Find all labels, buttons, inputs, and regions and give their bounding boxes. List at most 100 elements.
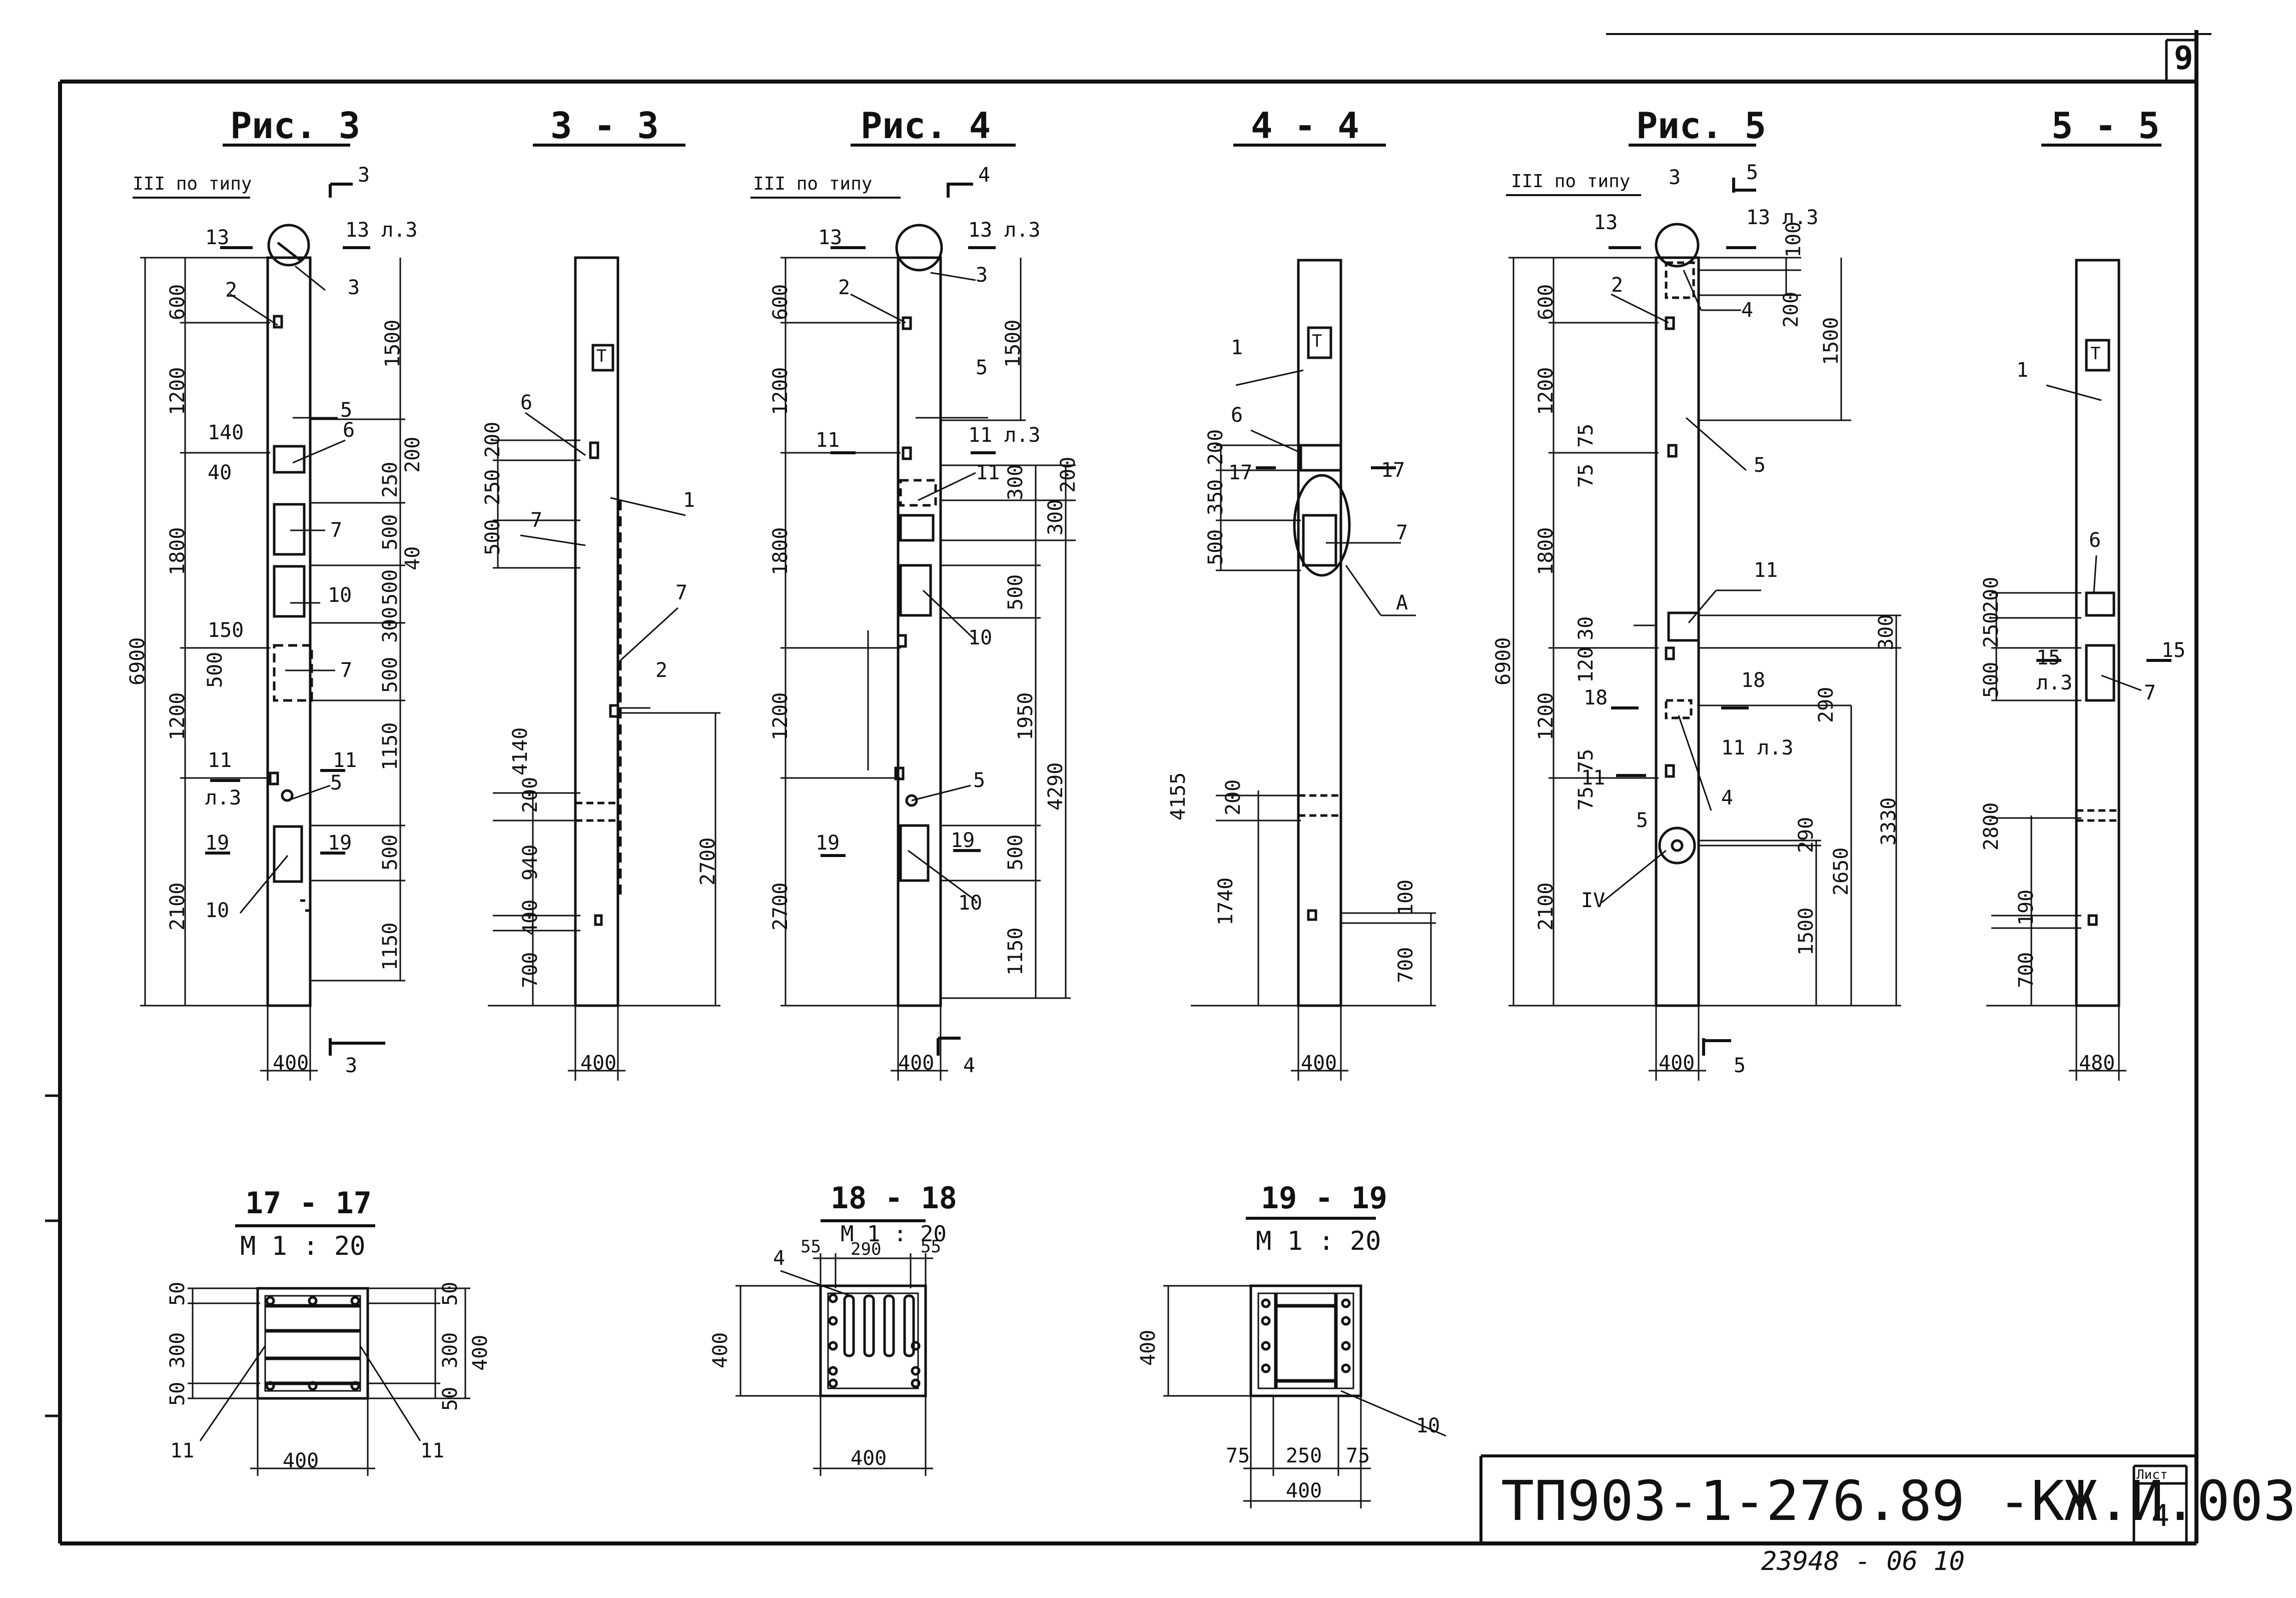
- ris3-m5: 5: [340, 399, 353, 422]
- ris3-m7b: 7: [340, 659, 353, 682]
- ris5-75c: 75: [1575, 748, 1598, 773]
- ris4-300b: 300: [1044, 499, 1067, 535]
- ris4-500: 500: [1004, 574, 1027, 610]
- ris5-75b: 75: [1575, 463, 1598, 488]
- ris3-title: Рис. 3: [230, 105, 361, 147]
- ris3-r1150a: 1150: [379, 722, 402, 770]
- ris3-column: [266, 224, 313, 1007]
- ris4-m3: 3: [976, 264, 988, 287]
- s1717-title: 17 - 17: [245, 1186, 372, 1221]
- ris4-1150: 1150: [1004, 927, 1027, 976]
- ris3-600: 600: [166, 284, 189, 320]
- sec44-dimensions: [1191, 369, 1436, 1081]
- ris5-6900: 6900: [1492, 637, 1515, 685]
- sec44-700: 700: [1394, 947, 1417, 983]
- ris5-100: 100: [1782, 221, 1805, 258]
- ris4-dimensions: [750, 183, 1076, 1081]
- ris3-m13: 13: [205, 226, 230, 249]
- sec44-350: 350: [1204, 479, 1227, 515]
- s1717-d50b: 50: [166, 1381, 189, 1406]
- s1919-c10: 10: [1416, 1414, 1440, 1437]
- sec44-1740: 1740: [1214, 877, 1237, 926]
- s1818-title: 18 - 18: [831, 1181, 957, 1216]
- ris3-cut-3-top: 3: [358, 164, 370, 187]
- list-label: Лист: [2136, 1467, 2168, 1482]
- s1818-d400w: 400: [851, 1447, 887, 1470]
- sec55-200: 200: [1980, 576, 2003, 613]
- ris3-cut-3-bottom: 3: [345, 1054, 358, 1077]
- sec44-m1: 1: [1231, 336, 1243, 359]
- ris3-140: 140: [208, 421, 244, 444]
- s1818-d400h: 400: [709, 1332, 732, 1368]
- sec44-mA: А: [1396, 591, 1408, 614]
- ris5-m11b: 11: [1581, 766, 1606, 789]
- ris3-width: 400: [273, 1052, 309, 1075]
- ris3-m11: 11: [208, 749, 232, 772]
- ris4-m13: 13: [818, 226, 843, 249]
- title-block: [1479, 1454, 2196, 1543]
- ris4-cut-4-top: 4: [978, 164, 991, 187]
- ris4-width: 400: [898, 1052, 935, 1075]
- ris5-title: Рис. 5: [1636, 105, 1767, 147]
- sec33-250: 250: [481, 469, 504, 505]
- s1818-d55a: 55: [801, 1237, 821, 1257]
- sec33-500: 500: [481, 519, 504, 555]
- s1717-d300: 300: [166, 1332, 189, 1368]
- ris3-r300: 300: [379, 606, 402, 643]
- s1717-c11a: 11: [170, 1439, 195, 1462]
- sec55-ml3: л.3: [2036, 671, 2073, 694]
- ris3-1200a: 1200: [166, 367, 189, 415]
- ris3-dimensions: [133, 183, 405, 1081]
- sec55-2800: 2800: [1980, 802, 2003, 851]
- s1919-d75b: 75: [1346, 1444, 1370, 1467]
- sec55-250: 250: [1980, 611, 2003, 648]
- ris5-column: [1655, 223, 1700, 1007]
- sec33-width: 400: [580, 1052, 617, 1075]
- ris4-2700: 2700: [769, 882, 792, 931]
- ris5-290a: 290: [1815, 686, 1838, 723]
- ris4-1950: 1950: [1014, 692, 1037, 740]
- sec33-2700: 2700: [696, 837, 719, 886]
- ris4-4290: 4290: [1044, 762, 1067, 811]
- ris4-column: [867, 224, 943, 1007]
- ris4-m10b: 10: [958, 892, 983, 915]
- ris5-cut-5-bottom: 5: [1734, 1054, 1746, 1077]
- sec55-mT: Т: [2090, 344, 2101, 364]
- ris4-note: III по типу: [753, 174, 873, 194]
- ris3-r500b: 500: [379, 569, 402, 605]
- ris5-75d: 75: [1575, 786, 1598, 811]
- ris3-m19b: 19: [328, 832, 352, 855]
- s1717-drawing: [256, 1287, 369, 1400]
- ris3-1800: 1800: [166, 527, 189, 575]
- ris5-30: 30: [1575, 616, 1598, 640]
- ris3-m10: 10: [328, 584, 352, 607]
- ris3-m5b: 5: [330, 771, 343, 794]
- ris3-500: 500: [204, 651, 227, 688]
- ris5-m11: 11: [1754, 559, 1778, 582]
- s1717-d400h: 400: [469, 1334, 492, 1371]
- bottom-code: 23948 - 06 10: [1761, 1546, 1965, 1576]
- sec33-400: 400: [519, 899, 542, 936]
- sec55-700: 700: [2015, 952, 2038, 988]
- sec33-m1: 1: [683, 489, 695, 512]
- ris4-m5b: 5: [973, 769, 986, 792]
- s1919-drawing: [1249, 1284, 1362, 1397]
- sec33-940: 940: [519, 844, 542, 881]
- ris5-1200a: 1200: [1535, 367, 1558, 415]
- ris5-1200b: 1200: [1535, 692, 1558, 740]
- sec55-column: [2075, 259, 2120, 1007]
- sheet-number: 9: [2174, 40, 2193, 77]
- sec44-column: [1293, 259, 1351, 1007]
- ris4-600: 600: [769, 284, 792, 320]
- sec55-500: 500: [1980, 661, 2003, 698]
- sec33-200b: 200: [519, 776, 542, 813]
- ris3-m6: 6: [343, 419, 355, 442]
- ris4-title: Рис. 4: [861, 105, 991, 147]
- ris5-m3: 3: [1669, 166, 1681, 189]
- ris5-290b: 290: [1795, 817, 1818, 853]
- sec44-200b: 200: [1222, 779, 1245, 816]
- ris5-1500b: 1500: [1795, 907, 1818, 956]
- s1919-title: 19 - 19: [1261, 1181, 1387, 1216]
- ris3-1500: 1500: [381, 319, 404, 368]
- ris5-120: 120: [1575, 646, 1598, 683]
